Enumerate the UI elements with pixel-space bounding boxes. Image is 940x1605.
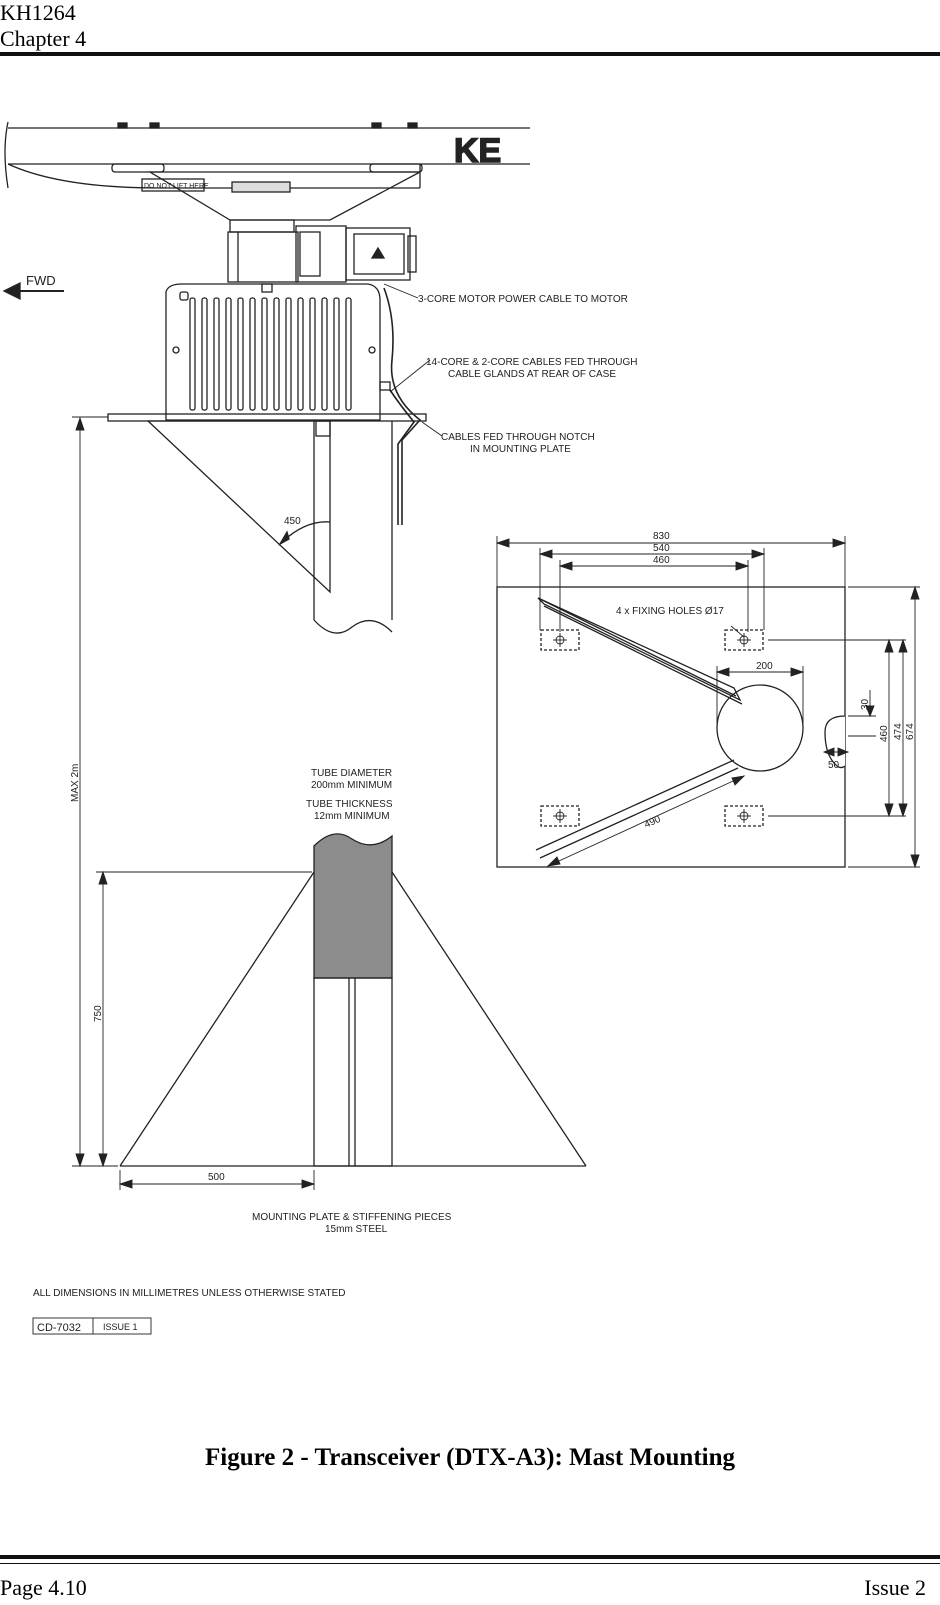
antenna-array: KE — [4, 121, 530, 189]
callout-tube-diameter-1: TUBE DIAMETER — [311, 768, 392, 779]
dimension-490-label: 490 — [643, 814, 663, 831]
max-height-label: MAX 2m — [70, 764, 81, 802]
page-header: KH1264 Chapter 4 — [0, 0, 86, 52]
callout-leaders — [383, 283, 443, 437]
issue-label: Issue 2 — [864, 1575, 926, 1600]
footer-rule-thick — [0, 1555, 940, 1559]
callout-tube-thickness-1: TUBE THICKNESS — [306, 799, 393, 810]
fixing-hole-centres — [553, 633, 751, 823]
callout-fixing-holes: 4 x FIXING HOLES Ø17 — [616, 606, 724, 617]
callout-core-cables-2: CABLE GLANDS AT REAR OF CASE — [448, 369, 616, 380]
dimension-200-label: 200 — [756, 661, 773, 672]
mounting-plate-side: 450 — [107, 413, 427, 634]
callout-mounting-plate-1: MOUNTING PLATE & STIFFENING PIECES — [252, 1212, 452, 1223]
dimension-max-height — [72, 416, 118, 1168]
dimension-50-label: 50 — [828, 760, 840, 771]
dimension-750-label: 750 — [93, 1005, 104, 1022]
dimension-460-top-label: 460 — [653, 555, 670, 566]
cable-run — [383, 287, 422, 525]
transceiver-case — [165, 283, 391, 421]
mounting-plate-top-view: 4 x FIXING HOLES Ø17 — [496, 586, 846, 868]
dimension-500 — [118, 1170, 316, 1190]
header-rule — [0, 52, 940, 56]
case-ventilation-slots — [189, 297, 352, 411]
footer-rule-thin — [0, 1563, 940, 1564]
callout-mounting-plate-2: 15mm STEEL — [325, 1224, 388, 1235]
right-dimensions — [768, 585, 920, 869]
units-note: ALL DIMENSIONS IN MILLIMETRES UNLESS OTH… — [33, 1288, 345, 1299]
callout-tube-diameter-2: 200mm MINIMUM — [311, 780, 392, 791]
dimension-500-label: 500 — [208, 1172, 225, 1183]
lower-mast — [119, 833, 587, 1167]
page-number: Page 4.10 — [0, 1575, 87, 1600]
dimension-460-side-label: 460 — [879, 725, 890, 742]
top-dimensions — [495, 536, 847, 632]
dimension-540-label: 540 — [653, 543, 670, 554]
dimension-notch — [822, 690, 876, 757]
do-not-lift-label: DO NOT LIFT HERE — [144, 183, 209, 190]
logo-text: KE — [454, 132, 501, 170]
callout-notch-cables-1: CABLES FED THROUGH NOTCH — [441, 432, 595, 443]
pedestal-housing: DO NOT LIFT HERE — [141, 171, 421, 283]
dimension-750 — [96, 870, 312, 1168]
drawing-issue: ISSUE 1 — [103, 1322, 138, 1332]
callout-core-cables-1: 14-CORE & 2-CORE CABLES FED THROUGH — [426, 357, 638, 368]
dimension-490 — [546, 775, 746, 867]
dimension-830-label: 830 — [653, 531, 670, 542]
drawing-number-box — [32, 1317, 152, 1335]
mast-mounting-diagram: KE DO NOT LIFT HERE — [2, 121, 920, 1335]
fwd-label: FWD — [26, 273, 56, 288]
chapter-label: Chapter 4 — [0, 26, 87, 51]
figure-title: Figure 2 - Transceiver (DTX-A3): Mast Mo… — [204, 1444, 736, 1471]
fwd-arrow: FWD — [2, 273, 64, 301]
fixing-hole — [540, 629, 764, 827]
dimension-674-label: 674 — [905, 723, 916, 740]
callout-motor-cable: 3-CORE MOTOR POWER CABLE TO MOTOR — [418, 294, 628, 305]
document-code: KH1264 — [0, 0, 76, 25]
dimension-200 — [715, 666, 805, 726]
dimension-30-label: 30 — [860, 698, 871, 710]
callout-tube-thickness-2: 12mm MINIMUM — [314, 811, 390, 822]
callout-notch-cables-2: IN MOUNTING PLATE — [470, 444, 571, 455]
bolts — [117, 122, 418, 129]
drawing-number: CD-7032 — [37, 1322, 81, 1334]
dimension-474-label: 474 — [893, 723, 904, 740]
dimension-450: 450 — [284, 516, 301, 527]
